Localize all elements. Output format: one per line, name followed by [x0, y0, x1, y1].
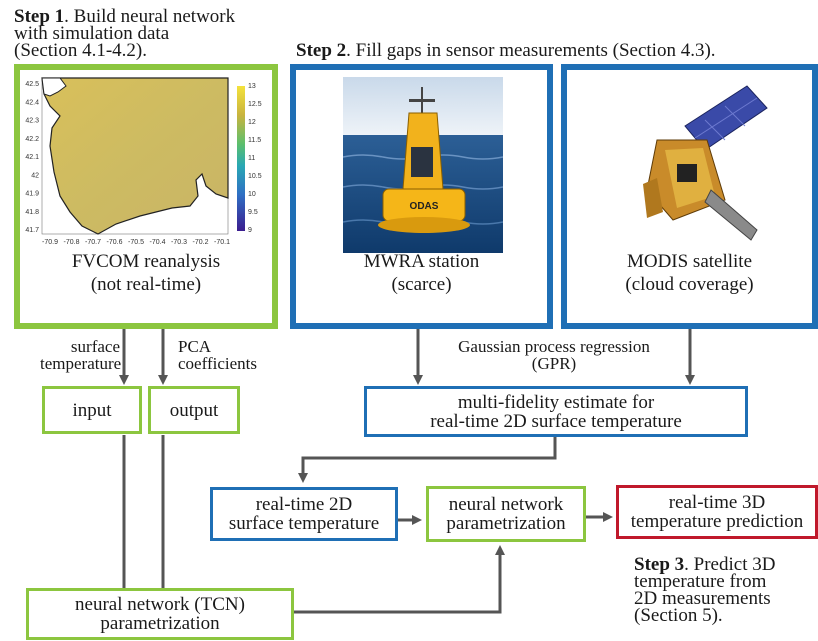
- output-box: output: [148, 386, 240, 434]
- step1-line2: with simulation data: [14, 23, 170, 44]
- sea-temperature-field: [41, 77, 229, 235]
- mwra-label: MWRA station (scarce): [296, 252, 547, 294]
- coastline-north: [41, 77, 67, 97]
- arrow-multi-to-rt2d: [298, 436, 557, 483]
- step3-line4: (Section 5).: [634, 605, 723, 626]
- mwra-label-line1: MWRA station: [363, 251, 480, 272]
- modis-label: MODIS satellite (cloud coverage): [567, 252, 812, 294]
- latitude-tick: 41.8: [25, 209, 39, 216]
- step3-bold: Step 3: [634, 554, 685, 575]
- step2-bold: Step 2: [296, 40, 347, 61]
- step2-text: . Fill gaps in sensor measurements (Sect…: [346, 40, 716, 61]
- surface-label-line1: surface: [70, 337, 120, 356]
- realtime-2d-box: real-time 2D surface temperature: [210, 487, 398, 541]
- step1-title: . Build neural network: [64, 6, 236, 27]
- nn-parametrization-line1: neural network: [448, 494, 564, 515]
- surface-temperature-label: surface temperature: [40, 337, 122, 373]
- input-box: input: [42, 386, 142, 434]
- realtime-3d-box: real-time 3D temperature prediction: [616, 485, 818, 539]
- latitude-tick: 41.7: [25, 227, 39, 234]
- latitude-tick: 42.5: [25, 81, 39, 88]
- colorbar-tick: 11.5: [248, 137, 261, 144]
- pca-coefficients-label: PCA coefficients: [178, 338, 288, 372]
- output-box-label: output: [169, 399, 219, 421]
- colorbar-tick: 12: [248, 119, 256, 126]
- modis-label-line1: MODIS satellite: [626, 251, 753, 272]
- longitude-tick: -70.5: [128, 239, 144, 246]
- colorbar-tick: 11: [248, 155, 255, 162]
- mwra-label-line2: (scarce): [391, 274, 452, 295]
- latitude-tick: 41.9: [25, 191, 39, 198]
- colorbar-tick: 12.5: [248, 101, 262, 108]
- longitude-tick: -70.6: [107, 239, 123, 246]
- tcn-line2: parametrization: [100, 613, 220, 634]
- multi-fidelity-box: multi-fidelity estimate for real-time 2D…: [364, 386, 748, 437]
- latitude-tick: 42.4: [25, 99, 39, 106]
- colorbar-tick: 9.5: [248, 209, 258, 216]
- modis-label-line2: (cloud coverage): [625, 274, 754, 295]
- step1-line3: (Section 4.1-4.2).: [14, 40, 147, 61]
- longitude-tick: -70.3: [171, 239, 187, 246]
- realtime-2d-line1: real-time 2D: [255, 494, 353, 515]
- tcn-box: neural network (TCN) parametrization: [26, 588, 294, 640]
- mwra-panel: ODAS MWRA station (scarce): [290, 64, 553, 329]
- latitude-tick: 42.1: [25, 154, 39, 161]
- realtime-3d-line1: real-time 3D: [668, 492, 766, 513]
- surface-label-line2: temperature: [40, 354, 122, 373]
- pca-label-line2: coefficients: [178, 354, 257, 373]
- step1-caption: Step 1. Build neural network with simula…: [14, 6, 294, 61]
- colorbar-tick: 10: [248, 191, 256, 198]
- fvcom-map: 42.5 42.4 42.3 42.2 42.1 42 41.9 41.8 41.7 -70.9…: [25, 77, 262, 246]
- longitude-tick: -70.1: [214, 239, 230, 246]
- buoy-label: ODAS: [410, 201, 439, 212]
- step1-bold: Step 1: [14, 6, 65, 27]
- satellite-image: [643, 85, 768, 241]
- colorbar: [237, 86, 245, 231]
- pca-label-line1: PCA: [178, 337, 212, 356]
- buoy-photo: ODAS: [343, 77, 503, 253]
- nn-parametrization-line2: parametrization: [446, 513, 566, 534]
- fvcom-label-line1: FVCOM reanalysis: [71, 251, 221, 272]
- arrow-tcn-to-nnp: [294, 545, 505, 614]
- fvcom-label-line2: (not real-time): [90, 274, 202, 295]
- longitude-tick: -70.9: [42, 239, 58, 246]
- longitude-tick: -70.8: [64, 239, 80, 246]
- fvcom-label: FVCOM reanalysis (not real-time): [20, 252, 272, 294]
- longitude-tick: -70.4: [150, 239, 166, 246]
- step2-caption: Step 2. Fill gaps in sensor measurements…: [296, 40, 816, 61]
- latitude-tick: 42.3: [25, 118, 39, 125]
- realtime-2d-line2: surface temperature: [228, 513, 380, 534]
- longitude-tick: -70.2: [193, 239, 209, 246]
- modis-panel: MODIS satellite (cloud coverage): [561, 64, 818, 329]
- realtime-3d-line2: temperature prediction: [630, 511, 804, 532]
- multi-fidelity-line1: multi-fidelity estimate for: [457, 391, 655, 413]
- gpr-label-line2: (GPR): [531, 354, 577, 373]
- step3-title: . Predict 3D: [684, 554, 776, 575]
- step3-line3: 2D measurements: [634, 588, 771, 609]
- latitude-tick: 42: [31, 172, 39, 179]
- latitude-tick: 42.2: [25, 136, 39, 143]
- colorbar-tick: 9: [248, 227, 252, 234]
- longitude-tick: -70.7: [85, 239, 101, 246]
- step3-line2: temperature from: [634, 571, 767, 592]
- step3-caption: Step 3. Predict 3D temperature from 2D m…: [634, 554, 814, 626]
- gpr-label: Gaussian process regression (GPR): [424, 338, 684, 372]
- multi-fidelity-line2: real-time 2D surface temperature: [430, 410, 682, 432]
- gpr-label-line1: Gaussian process regression: [458, 337, 650, 356]
- input-box-label: input: [72, 399, 112, 421]
- colorbar-tick: 13: [248, 83, 256, 90]
- nn-parametrization-box: neural network parametrization: [426, 486, 586, 542]
- tcn-line1: neural network (TCN): [75, 594, 245, 615]
- fvcom-panel: 42.5 42.4 42.3 42.2 42.1 42 41.9 41.8 41.7 -70.9…: [14, 64, 278, 329]
- colorbar-tick: 10.5: [248, 173, 262, 180]
